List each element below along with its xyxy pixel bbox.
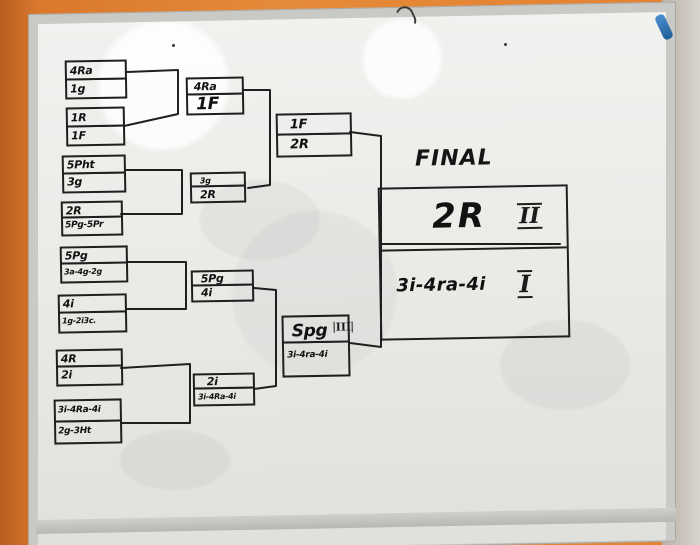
round1-match-1-team-top: 4Ra (64, 59, 127, 81)
round1-match-2-team-bottom: 1F (65, 125, 126, 147)
round1-match-8-team-top: 3i-4Ra-4i (53, 398, 123, 423)
board-smudge (200, 180, 320, 260)
round1-match-7: 4R 2i (55, 348, 124, 387)
connector-line (120, 363, 191, 424)
round1-match-8: 3i-4Ra-4i 2g-3Ht (53, 398, 123, 445)
round1-match-3-team-top: 5Pht (61, 154, 126, 175)
connector-line (242, 89, 271, 189)
round1-match-1-team-bottom: 1g (64, 78, 128, 100)
round2-match-4-team-bottom: 3i-4Ra-4i (192, 387, 256, 407)
round1-match-6-team-bottom: 1g-2i3c. (57, 311, 128, 334)
board-dot (172, 44, 175, 47)
final-bottom-team: 3i-4ra-4i (396, 273, 487, 297)
round1-match-4-team-bottom: 5Pg-5Pr (60, 216, 124, 237)
round2-match-3-team-bottom: 4i (190, 284, 255, 303)
round3-match-2-team-bottom: 3i-4ra-4i (281, 341, 351, 378)
connector-line (120, 169, 183, 215)
connector-line (349, 131, 382, 348)
round1-match-8-team-bottom: 2g-3Ht (53, 420, 123, 445)
connector-line (123, 69, 179, 127)
round1-match-2: 1R 1F (65, 106, 126, 147)
round1-match-3-team-bottom: 3g (61, 172, 127, 194)
round2-match-1-team-bottom: 1F (185, 93, 245, 116)
round1-match-3: 5Pht 3g (61, 154, 127, 194)
round3-match-1: 1F 2R (275, 112, 353, 158)
round2-match-2-team-bottom: 2R (189, 185, 247, 204)
round2-match-4: 2i 3i-4Ra-4i (192, 372, 256, 407)
round1-match-6: 4i 1g-2i3c. (57, 293, 128, 334)
final-match-box: 2R II 3i-4ra-4i I (377, 184, 571, 341)
connector-line (253, 287, 277, 390)
round1-match-2-team-top: 1R (65, 106, 126, 128)
final-bottom-roman: I (517, 269, 533, 299)
final-bottom-slot: 3i-4ra-4i I (381, 248, 569, 340)
round3-match-1-team-top: 1F (275, 112, 352, 136)
final-top-team: 2R (431, 195, 487, 237)
final-top-roman: II (516, 202, 543, 230)
board-smudge (120, 430, 230, 490)
semifinal-roman-label: III (333, 320, 354, 334)
round2-match-2: 3g 2R (189, 171, 247, 204)
round3-match-2: Spg III 3i-4ra-4i (281, 314, 354, 378)
final-top-slot: 2R II (379, 186, 567, 252)
round1-match-5: 5Pg 3a-4g-2g (59, 245, 129, 284)
round2-match-1: 4Ra 1F (185, 76, 245, 116)
round1-match-4: 2R 5Pg-5Pr (60, 200, 124, 237)
connector-line (126, 261, 187, 310)
round2-match-3: 5Pg 4i (190, 269, 255, 303)
round1-match-1: 4Ra 1g (64, 59, 128, 100)
round1-match-5-team-bottom: 3a-4g-2g (59, 262, 129, 284)
board-smudge (500, 320, 630, 410)
round3-match-1-team-bottom: 2R (275, 133, 353, 158)
final-title: FINAL (414, 145, 493, 172)
round1-match-7-team-bottom: 2i (55, 365, 124, 387)
board-dot (504, 43, 507, 46)
